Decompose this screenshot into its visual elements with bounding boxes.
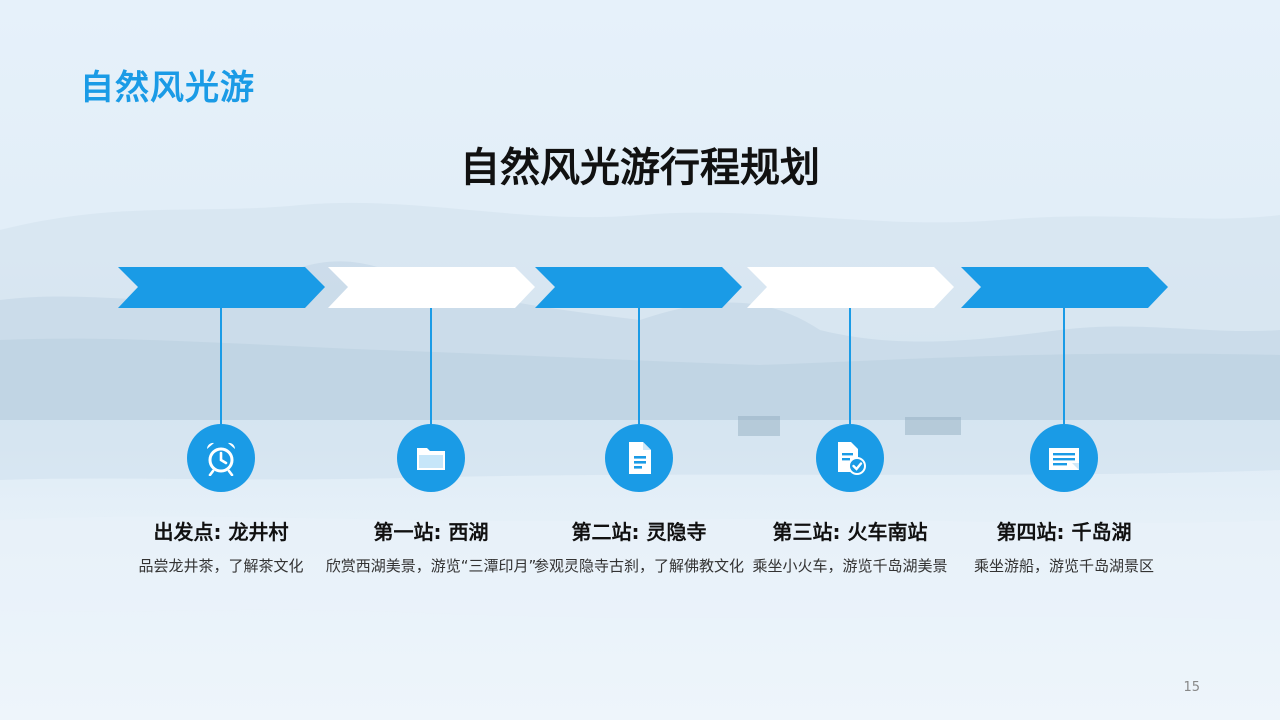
stage-title: 第二站: 灵隐寺 — [571, 520, 707, 544]
page-title: 自然风光游行程规划 — [460, 145, 820, 191]
stage-description: 乘坐游船，游览千岛湖景区 — [973, 557, 1154, 575]
stage-1: 第一站: 西湖 欣赏西湖美景，游览“三潭印月” — [326, 0, 536, 720]
stage-start: 出发点: 龙井村 品尝龙井茶，了解茶文化 — [116, 0, 326, 720]
newspaper-icon — [1030, 424, 1098, 492]
stage-description: 品尝龙井茶，了解茶文化 — [138, 557, 304, 575]
stage-description: 欣赏西湖美景，游览“三潭印月” — [325, 557, 537, 575]
stage-title: 第四站: 千岛湖 — [996, 520, 1132, 544]
stage-2: 第二站: 灵隐寺 参观灵隐寺古刹，了解佛教文化 — [534, 0, 744, 720]
connector-line — [638, 308, 640, 426]
stage-title: 第三站: 火车南站 — [772, 520, 928, 544]
timeline-arrow-4 — [747, 267, 954, 308]
connector-line — [220, 308, 222, 426]
connector-line — [1063, 308, 1065, 426]
stage-description: 参观灵隐寺古刹，了解佛教文化 — [533, 557, 744, 575]
stage-3: 第三站: 火车南站 乘坐小火车，游览千岛湖美景 — [745, 0, 955, 720]
alarm-clock-icon — [187, 424, 255, 492]
timeline-arrow-1 — [118, 267, 325, 308]
stage-4: 第四站: 千岛湖 乘坐游船，游览千岛湖景区 — [959, 0, 1169, 720]
stage-title: 第一站: 西湖 — [373, 520, 489, 544]
timeline-arrow-3 — [535, 267, 742, 308]
corner-title: 自然风光游 — [80, 68, 255, 108]
connector-line — [849, 308, 851, 426]
connector-line — [430, 308, 432, 426]
document-check-icon — [816, 424, 884, 492]
timeline-arrow-2 — [328, 267, 535, 308]
folder-icon — [397, 424, 465, 492]
document-icon — [605, 424, 673, 492]
timeline-arrow-5 — [961, 267, 1168, 308]
page-number: 15 — [1183, 680, 1200, 695]
stage-description: 乘坐小火车，游览千岛湖美景 — [752, 557, 948, 575]
stage-title: 出发点: 龙井村 — [153, 520, 289, 544]
